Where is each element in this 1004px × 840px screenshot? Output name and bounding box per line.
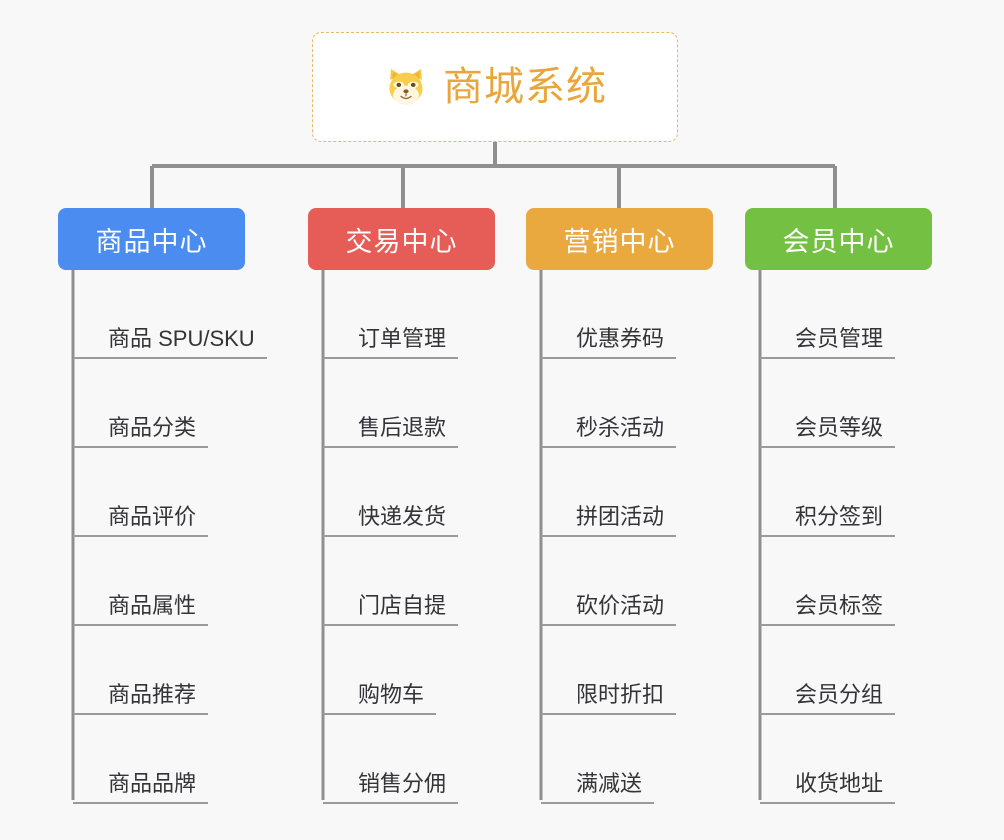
leaf-label: 会员标签 — [760, 593, 896, 626]
category-column-3: 会员中心 会员管理 会员等级 积分签到 会员标签 会员分组 收货地址 — [745, 208, 995, 804]
leaf-list-3: 会员管理 会员等级 积分签到 会员标签 会员分组 收货地址 — [760, 270, 995, 804]
list-item[interactable]: 会员管理 — [760, 270, 995, 359]
list-item[interactable]: 满减送 — [541, 715, 776, 804]
shiba-dog-face-icon — [389, 69, 423, 105]
list-item[interactable]: 销售分佣 — [323, 715, 558, 804]
leaf-label: 积分签到 — [760, 504, 896, 537]
category-header-0[interactable]: 商品中心 — [58, 208, 245, 270]
leaf-label: 门店自提 — [323, 593, 459, 626]
leaf-label: 限时折扣 — [541, 682, 677, 715]
list-item[interactable]: 会员标签 — [760, 537, 995, 626]
leaf-label: 销售分佣 — [323, 771, 459, 804]
root-node[interactable]: 商城系统 — [312, 32, 678, 142]
category-header-3[interactable]: 会员中心 — [745, 208, 932, 270]
category-column-1: 交易中心 订单管理 售后退款 快递发货 门店自提 购物车 销售分佣 — [308, 208, 558, 804]
list-item[interactable]: 会员等级 — [760, 359, 995, 448]
leaf-label: 购物车 — [323, 682, 437, 715]
leaf-label: 商品评价 — [73, 504, 209, 537]
list-item[interactable]: 商品属性 — [73, 537, 308, 626]
list-item[interactable]: 秒杀活动 — [541, 359, 776, 448]
list-item[interactable]: 快递发货 — [323, 448, 558, 537]
leaf-label: 商品品牌 — [73, 771, 209, 804]
list-item[interactable]: 拼团活动 — [541, 448, 776, 537]
leaf-label: 砍价活动 — [541, 593, 677, 626]
list-item[interactable]: 会员分组 — [760, 626, 995, 715]
list-item[interactable]: 限时折扣 — [541, 626, 776, 715]
leaf-label: 商品推荐 — [73, 682, 209, 715]
list-item[interactable]: 商品分类 — [73, 359, 308, 448]
list-item[interactable]: 商品评价 — [73, 448, 308, 537]
list-item[interactable]: 收货地址 — [760, 715, 995, 804]
leaf-label: 商品分类 — [73, 415, 209, 448]
list-item[interactable]: 售后退款 — [323, 359, 558, 448]
leaf-label: 优惠券码 — [541, 326, 677, 359]
leaf-list-1: 订单管理 售后退款 快递发货 门店自提 购物车 销售分佣 — [323, 270, 558, 804]
category-column-0: 商品中心 商品 SPU/SKU 商品分类 商品评价 商品属性 商品推荐 商品品牌 — [58, 208, 308, 804]
leaf-label: 会员分组 — [760, 682, 896, 715]
leaf-label: 收货地址 — [760, 771, 896, 804]
list-item[interactable]: 砍价活动 — [541, 537, 776, 626]
list-item[interactable]: 积分签到 — [760, 448, 995, 537]
category-header-2[interactable]: 营销中心 — [526, 208, 713, 270]
list-item[interactable]: 商品 SPU/SKU — [73, 270, 308, 359]
list-item[interactable]: 优惠券码 — [541, 270, 776, 359]
list-item[interactable]: 购物车 — [323, 626, 558, 715]
leaf-label: 满减送 — [541, 771, 655, 804]
leaf-label: 秒杀活动 — [541, 415, 677, 448]
list-item[interactable]: 订单管理 — [323, 270, 558, 359]
category-header-1[interactable]: 交易中心 — [308, 208, 495, 270]
list-item[interactable]: 门店自提 — [323, 537, 558, 626]
leaf-list-2: 优惠券码 秒杀活动 拼团活动 砍价活动 限时折扣 满减送 — [541, 270, 776, 804]
category-column-2: 营销中心 优惠券码 秒杀活动 拼团活动 砍价活动 限时折扣 满减送 — [526, 208, 776, 804]
leaf-label: 会员等级 — [760, 415, 896, 448]
leaf-label: 商品 SPU/SKU — [73, 326, 267, 359]
leaf-label: 快递发货 — [323, 504, 459, 537]
root-title: 商城系统 — [443, 65, 607, 109]
list-item[interactable]: 商品推荐 — [73, 626, 308, 715]
list-item[interactable]: 商品品牌 — [73, 715, 308, 804]
leaf-label: 拼团活动 — [541, 504, 677, 537]
leaf-label: 会员管理 — [760, 326, 896, 359]
leaf-label: 订单管理 — [323, 326, 459, 359]
leaf-list-0: 商品 SPU/SKU 商品分类 商品评价 商品属性 商品推荐 商品品牌 — [73, 270, 308, 804]
leaf-label: 商品属性 — [73, 593, 209, 626]
leaf-label: 售后退款 — [323, 415, 459, 448]
